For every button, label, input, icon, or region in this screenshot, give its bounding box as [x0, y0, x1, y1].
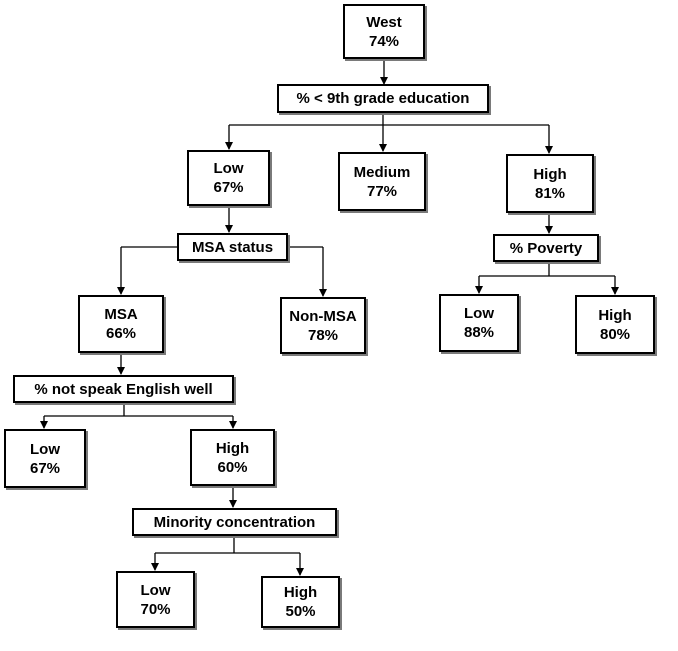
node-minority-high: High 50%	[261, 576, 340, 628]
node-label: Medium	[353, 163, 411, 181]
node-value: 67%	[29, 459, 61, 477]
node-label: High	[215, 439, 250, 457]
node-value: 77%	[366, 182, 398, 200]
node-root-west: West 74%	[343, 4, 425, 59]
split-msa-status: MSA status	[177, 233, 288, 261]
split-poverty: % Poverty	[493, 234, 599, 262]
node-minority-low: Low 70%	[116, 571, 195, 628]
split-label: MSA status	[191, 238, 274, 256]
node-label: Low	[213, 160, 244, 177]
connector-minority-split	[155, 536, 300, 554]
node-label: Low	[140, 581, 171, 599]
node-poverty-low: Low 88%	[439, 294, 519, 352]
split-minority: Minority concentration	[132, 508, 337, 536]
node-label: Low	[464, 305, 494, 322]
node-value: 78%	[307, 326, 339, 344]
connector-edu-split	[229, 113, 549, 126]
node-msa: MSA 66%	[78, 295, 164, 353]
node-value: 60%	[217, 458, 248, 476]
node-english-high: High 60%	[190, 429, 275, 486]
connector-poverty-split	[479, 262, 615, 277]
node-label: MSA	[104, 306, 138, 323]
node-non-msa: Non-MSA 78%	[280, 297, 366, 354]
split-label: % not speak English well	[34, 380, 213, 398]
node-english-low: Low 67%	[4, 429, 86, 488]
node-edu-medium: Medium 77%	[338, 152, 426, 211]
node-label: West	[366, 13, 402, 31]
node-value: 50%	[285, 603, 316, 620]
node-value: 67%	[213, 179, 244, 196]
node-label: High	[533, 165, 567, 183]
split-label: Minority concentration	[153, 513, 316, 531]
node-edu-high: High 81%	[506, 154, 594, 213]
node-edu-low: Low 67%	[187, 150, 270, 206]
node-value: 74%	[368, 32, 400, 50]
split-english: % not speak English well	[13, 375, 234, 403]
connector-english-split	[44, 403, 233, 417]
node-value: 81%	[534, 184, 566, 202]
split-education: % < 9th grade education	[277, 84, 489, 113]
node-label: Non-MSA	[289, 307, 357, 325]
node-poverty-high: High 80%	[575, 295, 655, 354]
node-label: Low	[30, 440, 60, 458]
node-label: High	[283, 584, 318, 601]
split-label: % < 9th grade education	[296, 90, 470, 107]
node-value: 66%	[105, 325, 137, 342]
node-value: 88%	[463, 324, 495, 341]
node-value: 70%	[140, 600, 171, 618]
node-label: High	[598, 306, 632, 324]
node-value: 80%	[599, 325, 631, 343]
split-label: % Poverty	[509, 239, 583, 257]
